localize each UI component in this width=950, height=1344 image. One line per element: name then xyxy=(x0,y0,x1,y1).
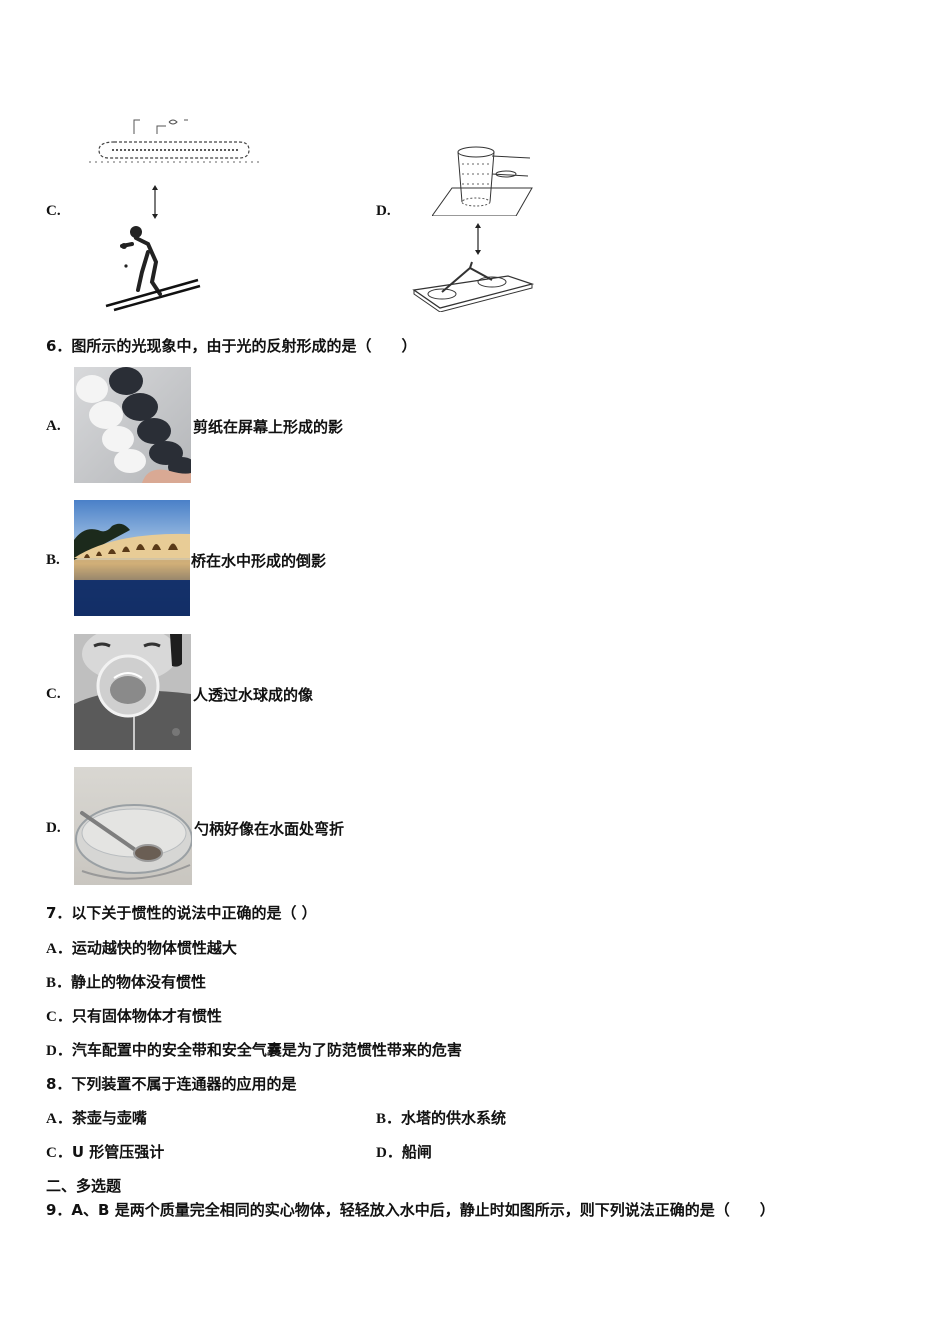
option-label: D． xyxy=(46,1043,72,1059)
cylinder-on-board-diagram xyxy=(432,144,536,216)
option-label: B. xyxy=(46,552,60,568)
double-arrow-icon xyxy=(150,184,160,220)
option-label: A. xyxy=(46,418,61,434)
option-label: A． xyxy=(46,1111,72,1127)
option-text: 水塔的供水系统 xyxy=(401,1109,507,1127)
option-label: D. xyxy=(46,820,61,836)
option-label: C． xyxy=(46,1145,72,1161)
option-label: A． xyxy=(46,941,72,957)
q7-option-c[interactable]: C．只有固体物体才有惯性 xyxy=(46,1005,222,1026)
water-ball-image-photo xyxy=(74,634,191,750)
question-7-stem: 7．以下关于惯性的说法中正确的是（ ） xyxy=(46,904,317,922)
option-text: 船闸 xyxy=(401,1143,432,1161)
q7-option-a[interactable]: A．运动越快的物体惯性越大 xyxy=(46,937,237,958)
paper-cutout-shadow-photo xyxy=(74,367,191,483)
option-text: 茶壶与壶嘴 xyxy=(71,1109,147,1127)
question-6-stem: 6．图所示的光现象中，由于光的反射形成的是（ ） xyxy=(46,337,417,355)
skier-illustration xyxy=(102,222,202,312)
q6-option-a[interactable]: A. 剪纸在屏幕上形成的影 xyxy=(46,366,376,484)
option-text: 只有固体物体才有惯性 xyxy=(71,1007,222,1025)
double-arrow-icon xyxy=(473,222,483,256)
option-text: 勺柄好像在水面处弯折 xyxy=(194,820,345,838)
section-title: 二、多选题 xyxy=(46,1177,122,1195)
q6-option-d[interactable]: D. 勺柄好像在水面处弯折 xyxy=(46,766,376,886)
option-label: D. xyxy=(376,203,391,219)
q7-option-b[interactable]: B．静止的物体没有惯性 xyxy=(46,971,206,992)
q8-option-c[interactable]: C．U 形管压强计 xyxy=(46,1141,164,1162)
bridge-reflection-photo xyxy=(74,500,190,616)
option-label: B． xyxy=(376,1111,402,1127)
q8-option-b[interactable]: B．水塔的供水系统 xyxy=(376,1107,506,1128)
q6-option-c[interactable]: C. 人透过水球成的像 xyxy=(46,633,376,751)
question-8-stem: 8．下列装置不属于连通器的应用的是 xyxy=(46,1075,297,1093)
q5-option-c[interactable]: C. xyxy=(46,100,346,320)
question-9-stem: 9．A、B 是两个质量完全相同的实心物体，轻轻放入水中后，静止时如图所示，则下列… xyxy=(46,1201,775,1219)
spoon-in-water-photo xyxy=(74,767,192,885)
q5-option-d[interactable]: D. xyxy=(376,130,576,320)
option-label: C. xyxy=(46,686,61,702)
option-text: 人透过水球成的像 xyxy=(193,686,314,704)
option-label: B． xyxy=(46,975,72,991)
option-text: 剪纸在屏幕上形成的影 xyxy=(193,418,344,436)
q7-option-d[interactable]: D．汽车配置中的安全带和安全气囊是为了防范惯性带来的危害 xyxy=(46,1039,462,1060)
option-text: 汽车配置中的安全带和安全气囊是为了防范惯性带来的危害 xyxy=(71,1041,462,1059)
q8-option-d[interactable]: D．船闸 xyxy=(376,1141,432,1162)
option-text: 桥在水中形成的倒影 xyxy=(191,552,327,570)
option-label: D． xyxy=(376,1145,402,1161)
option-text: U 形管压强计 xyxy=(71,1143,165,1161)
option-label: C. xyxy=(46,203,61,219)
q8-option-a[interactable]: A．茶壶与壶嘴 xyxy=(46,1107,147,1128)
tracked-vehicle-diagram xyxy=(84,112,264,172)
q6-option-b[interactable]: B. 桥在水中形成的倒影 xyxy=(46,499,376,617)
option-label: C． xyxy=(46,1009,72,1025)
option-text: 运动越快的物体惯性越大 xyxy=(71,939,237,957)
balance-scale-diagram xyxy=(412,258,534,312)
option-text: 静止的物体没有惯性 xyxy=(71,973,207,991)
